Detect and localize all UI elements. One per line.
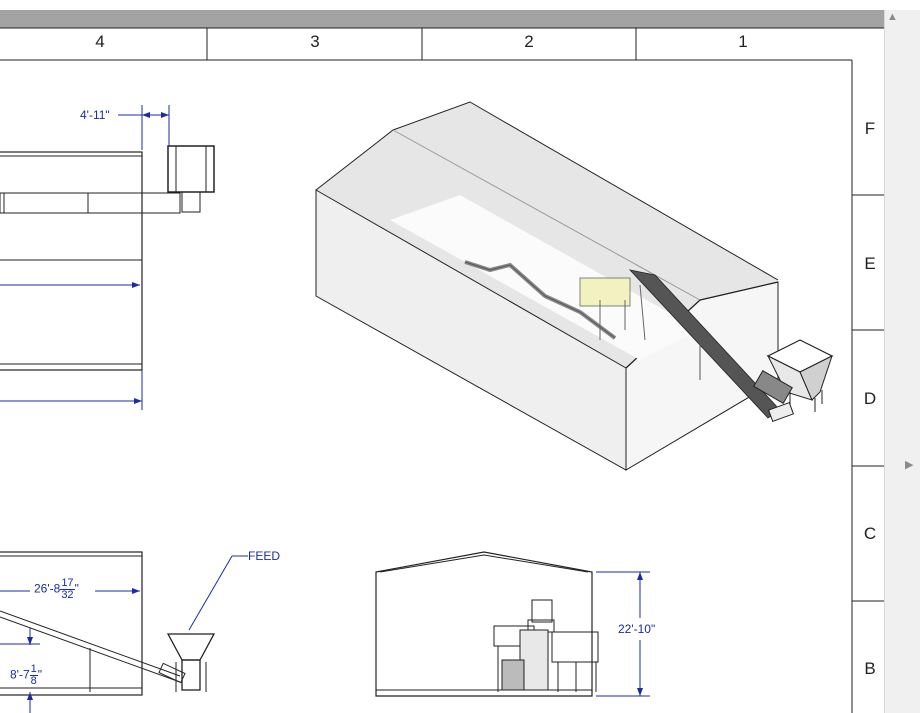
plan-dimensions — [0, 105, 170, 410]
row-label-d: D — [863, 389, 877, 408]
drawing-canvas — [0, 27, 884, 713]
window-title-bar — [0, 10, 884, 28]
dimension-width[interactable]: 4'-11" — [80, 108, 110, 122]
row-label-e: E — [864, 254, 876, 273]
dimension-run-whole: 26'-8 — [34, 581, 61, 596]
height-dimension — [596, 571, 650, 697]
column-label-4: 4 — [95, 32, 105, 51]
dimension-height[interactable]: 22'-10" — [618, 622, 656, 636]
dimension-drop-unit: " — [37, 667, 43, 682]
dimension-drop-denominator: 8 — [30, 675, 37, 687]
scroll-up-arrow-icon[interactable]: ▲ — [887, 11, 898, 23]
row-label-b: B — [864, 659, 876, 678]
row-label-c: C — [863, 524, 877, 543]
row-label-f: F — [864, 119, 876, 138]
front-elevation — [375, 551, 599, 697]
column-label-3: 3 — [310, 32, 320, 51]
elevation-dimensions — [0, 555, 248, 713]
side-elevation — [0, 551, 216, 696]
dimension-drop-whole: 8'-7 — [10, 667, 30, 682]
feed-callout[interactable]: FEED — [248, 549, 281, 563]
plan-view — [0, 145, 215, 371]
column-label-2: 2 — [524, 32, 534, 51]
expand-panel-arrow-icon[interactable]: ▶ — [905, 459, 914, 471]
column-label-1: 1 — [738, 32, 748, 51]
dimension-run-unit: " — [74, 581, 79, 596]
vertical-scrollbar[interactable]: ▲ ▶ — [884, 10, 920, 713]
isometric-view — [315, 101, 834, 471]
dimension-run-numerator: 17 — [60, 577, 75, 590]
dimension-run-denominator: 32 — [61, 589, 74, 601]
dimension-drop-numerator: 1 — [29, 663, 38, 676]
